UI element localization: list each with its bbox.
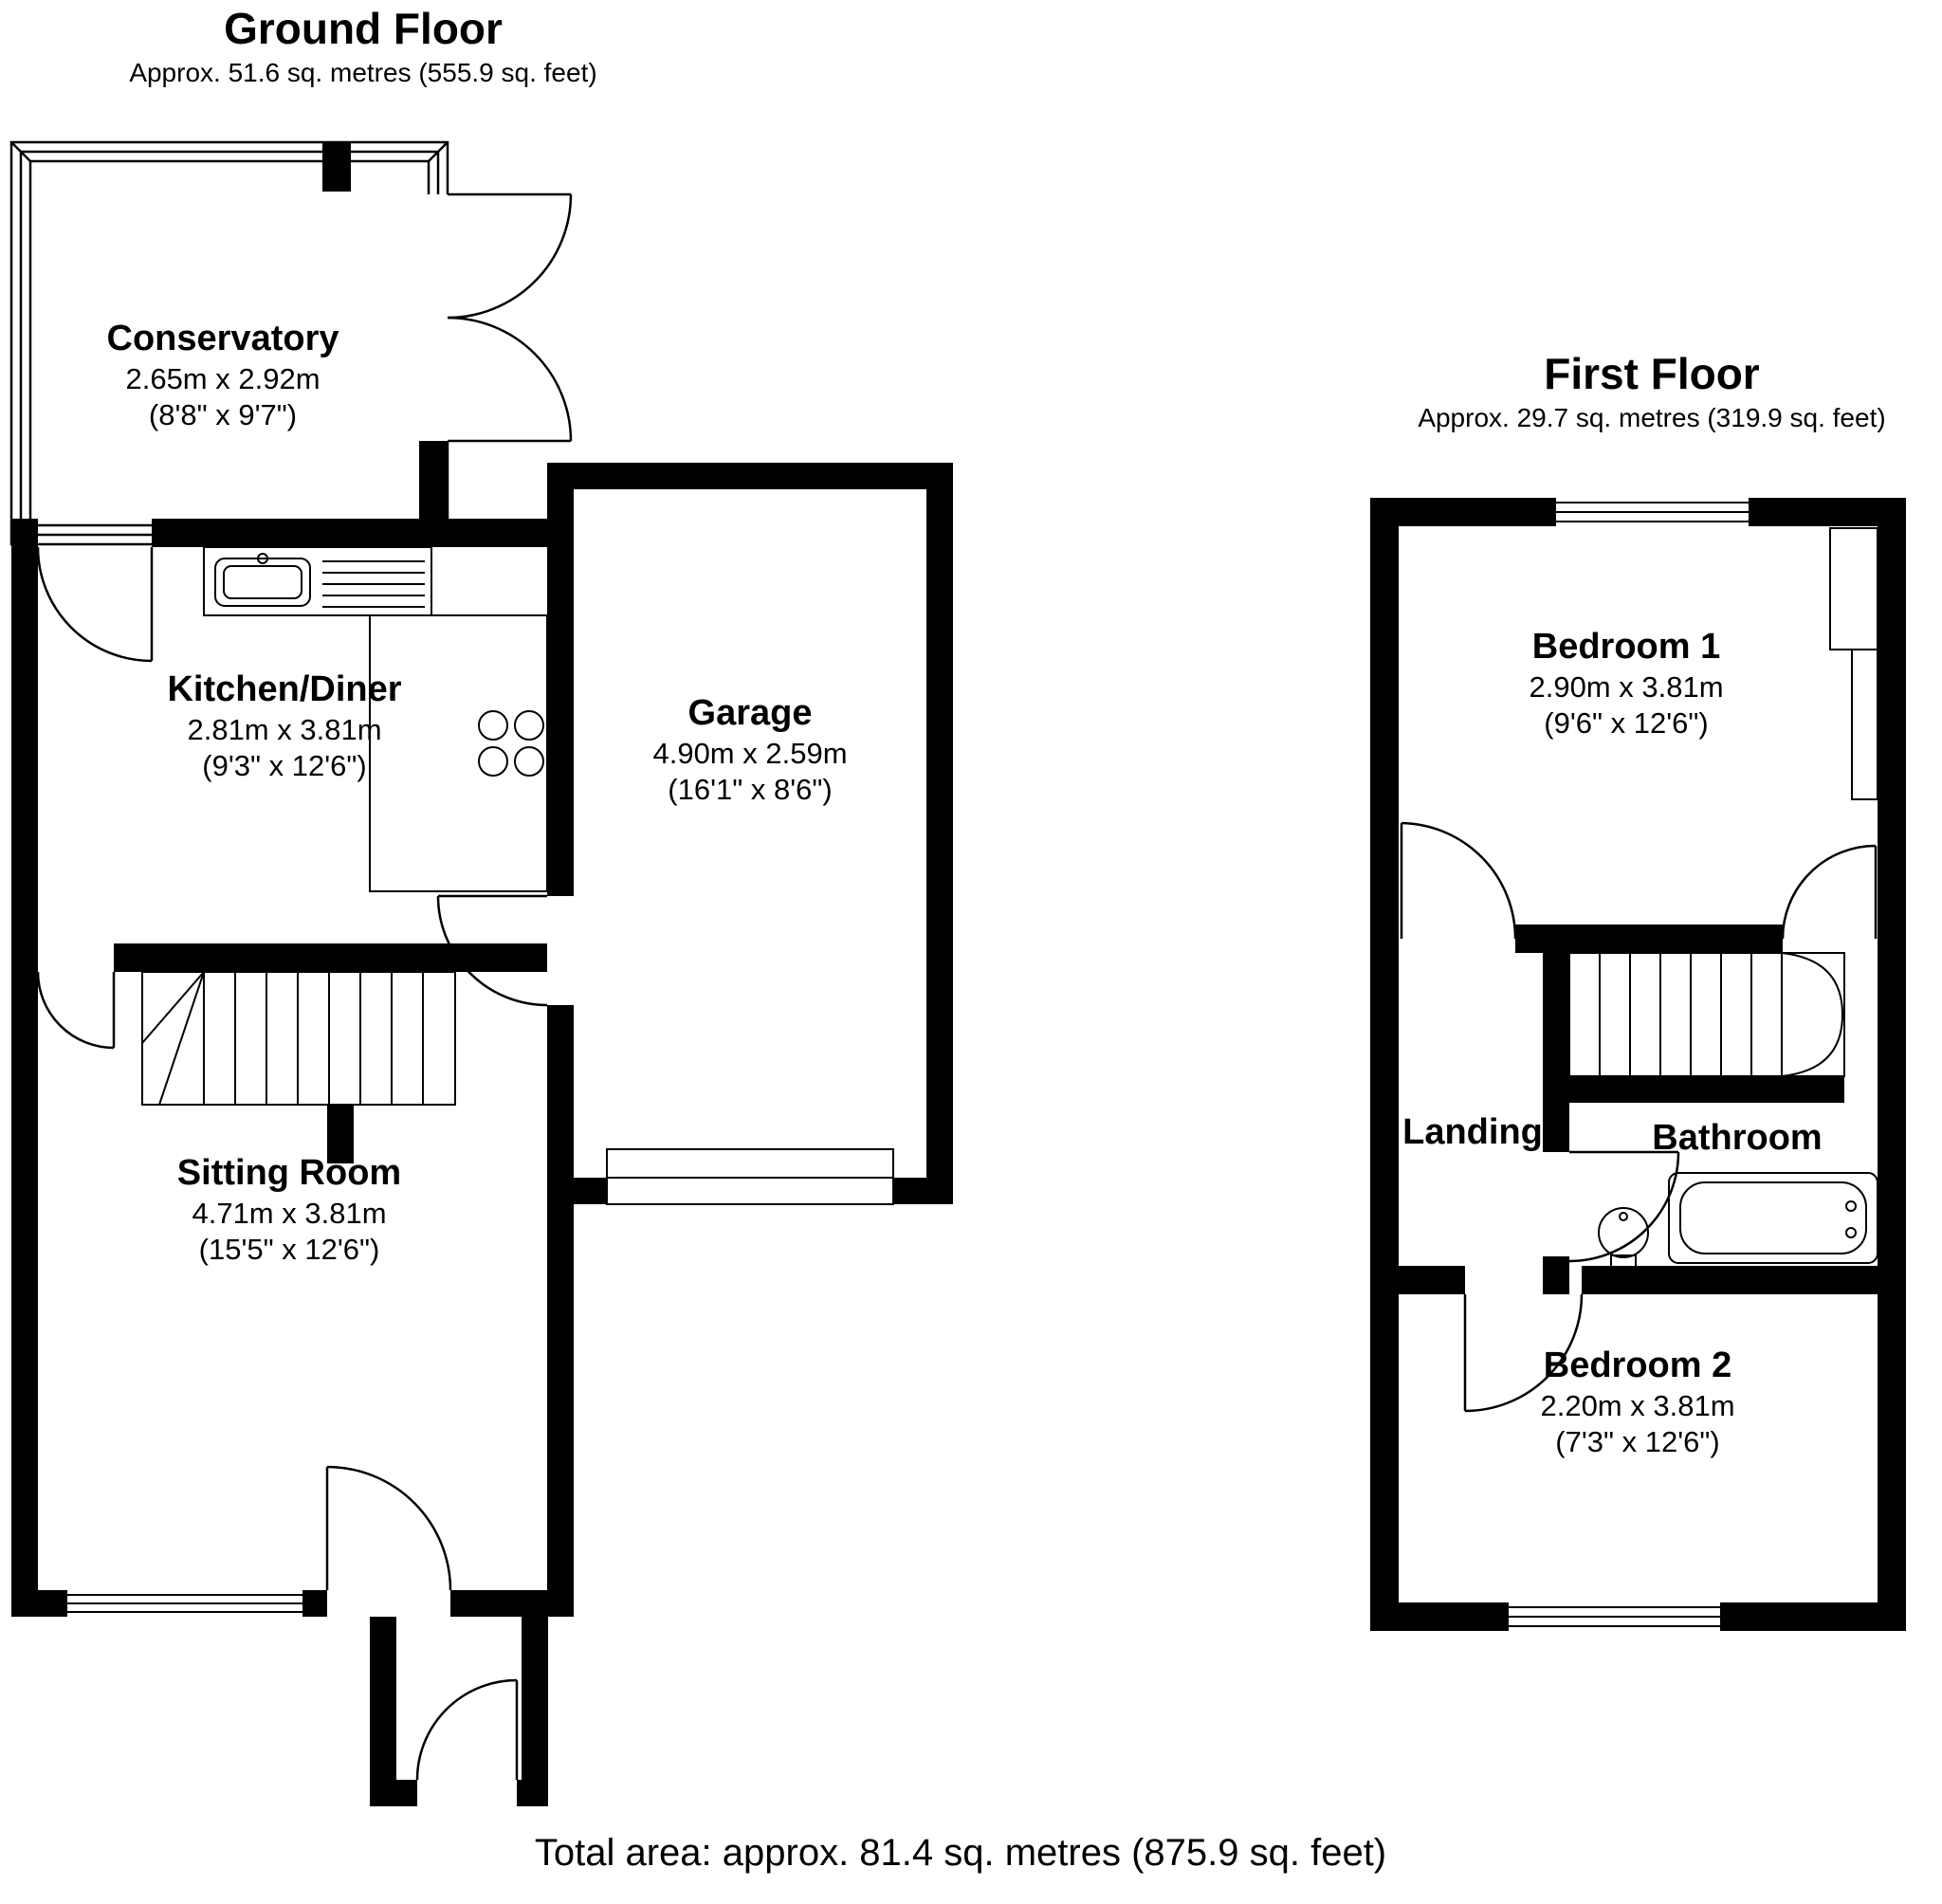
garage-label: Garage 4.90m x 2.59m (16'1" x 8'6") [652, 692, 847, 809]
room-name: Kitchen/Diner [167, 669, 402, 709]
kitchen-sitting-door [36, 971, 116, 1050]
garage-side-door [436, 894, 548, 1007]
room-dim-metric: 2.90m x 3.81m [1529, 669, 1724, 704]
ground-floor-area: Approx. 51.6 sq. metres (555.9 sq. feet) [129, 57, 597, 87]
room-name: Bedroom 1 [1531, 627, 1721, 667]
room-name: Landing [1402, 1112, 1543, 1152]
room-dim-metric: 4.71m x 3.81m [192, 1196, 387, 1230]
room-name: Bathroom [1652, 1118, 1823, 1158]
room-dim-metric: 4.90m x 2.59m [652, 736, 848, 770]
conservatory-label: Conservatory 2.65m x 2.92m (8'8" x 9'7") [107, 318, 339, 434]
ground-stairs [141, 971, 456, 1106]
total-area: Total area: approx. 81.4 sq. metres (875… [534, 1832, 1387, 1874]
ground-walls [11, 441, 953, 1806]
room-dim-imperial: (7'3" x 12'6") [1555, 1425, 1720, 1459]
garage-door-panel [606, 1148, 894, 1205]
first-floor-title: First Floor [1544, 349, 1760, 398]
bedroom1-window [1554, 498, 1750, 526]
room-dim-metric: 2.81m x 3.81m [187, 712, 382, 746]
cupboard-door [1781, 844, 1878, 940]
room-dim-imperial: (8'8" x 9'7") [148, 398, 298, 432]
bedroom2-label: Bedroom 2 2.20m x 3.81m (7'3" x 12'6") [1540, 1345, 1734, 1461]
kitchen-counter [369, 614, 548, 892]
sitting-room-label: Sitting Room 4.71m x 3.81m (15'5" x 12'6… [171, 1152, 408, 1269]
french-doors [447, 192, 573, 443]
first-floor-plan [1370, 498, 1906, 1631]
room-name: Conservatory [106, 319, 339, 358]
room-dim-metric: 2.20m x 3.81m [1540, 1388, 1735, 1422]
first-floor-area: Approx. 29.7 sq. metres (319.9 sq. feet) [1418, 402, 1886, 432]
room-dim-imperial: (9'3" x 12'6") [202, 749, 367, 783]
conservatory-kitchen-door [36, 546, 154, 663]
bathroom-door [1568, 1150, 1680, 1263]
bathroom-label: Bathroom [1652, 1117, 1822, 1161]
room-name: Sitting Room [176, 1153, 402, 1193]
sitting-room-window [65, 1590, 304, 1617]
ground-floor-title: Ground Floor [224, 4, 503, 53]
basin-fixture [1598, 1207, 1649, 1272]
sink-fixture [203, 546, 432, 616]
first-stairs [1568, 952, 1845, 1077]
bedroom1-door [1400, 821, 1517, 940]
wall-pier [322, 142, 351, 192]
room-dim-imperial: (16'1" x 8'6") [668, 773, 833, 807]
room-dim-metric: 2.65m x 2.92m [125, 361, 321, 395]
conservatory-door-opening [413, 194, 453, 441]
bedroom2-window [1507, 1602, 1722, 1631]
room-name: Bedroom 2 [1543, 1346, 1732, 1385]
ground-floor-plan [9, 140, 953, 1806]
room-dim-imperial: (9'6" x 12'6") [1544, 706, 1709, 741]
hob-fixture [478, 710, 544, 777]
first-floor-title-block: First Floor Approx. 29.7 sq. metres (319… [1418, 349, 1885, 436]
kitchen-diner-label: Kitchen/Diner 2.81m x 3.81m (9'3" x 12'6… [167, 668, 401, 785]
bathtub-fixture [1668, 1172, 1878, 1264]
room-name: Garage [687, 693, 813, 733]
ground-floor-title-block: Ground Floor Approx. 51.6 sq. metres (55… [129, 4, 596, 91]
front-door [325, 1465, 452, 1591]
bedroom1-label: Bedroom 1 2.90m x 3.81m (9'6" x 12'6") [1529, 626, 1723, 742]
alcove [1829, 527, 1878, 800]
landing-label: Landing [1402, 1111, 1543, 1155]
first-walls [1370, 498, 1906, 1631]
bedroom2-door [1463, 1293, 1584, 1413]
room-dim-imperial: (15'5" x 12'6") [198, 1233, 380, 1267]
porch-door [415, 1678, 519, 1781]
